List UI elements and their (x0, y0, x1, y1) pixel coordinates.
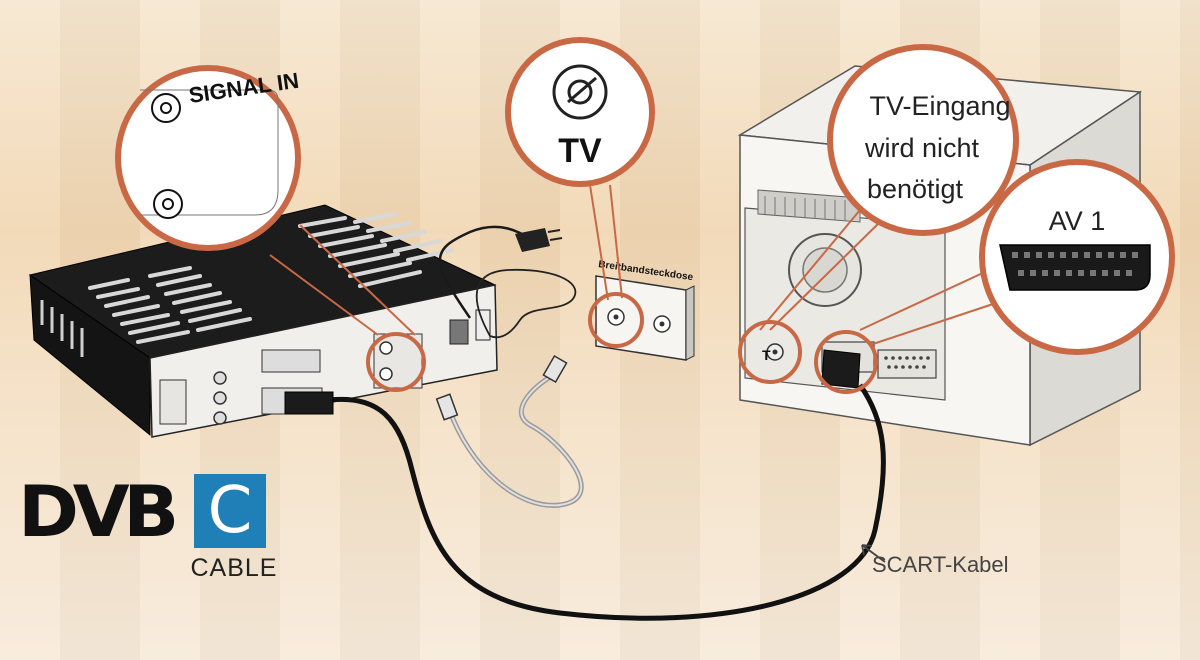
callout-signal-in: SIGNAL IN (115, 65, 301, 251)
logo-c-box: C (194, 474, 266, 548)
callout-av1: AV 1 (979, 159, 1175, 355)
power-plug (515, 228, 563, 252)
coax-plug-wall (542, 354, 568, 384)
scart-plug-box (284, 391, 334, 415)
ring-tv-antenna (738, 320, 802, 384)
coax-plug-box (435, 393, 459, 421)
callout-leaders (269, 184, 1006, 346)
antenna-cable (445, 369, 584, 508)
callout-tv-input: TV-Eingang wird nicht benötigt (827, 44, 1019, 236)
svg-text:T: T (762, 347, 771, 363)
set-top-box (28, 204, 498, 438)
tv-label: TV (558, 132, 602, 170)
logo-dvb: DVB (18, 471, 179, 553)
ring-tv-av1 (814, 330, 878, 394)
dvb-c-logo: DVB C CABLE (18, 471, 276, 582)
logo-cable: CABLE (190, 554, 278, 582)
scart-plug-tv (821, 349, 861, 389)
ring-box-signal (366, 332, 426, 392)
ring-wall-socket (588, 292, 644, 348)
scart-arrow-icon (861, 544, 886, 563)
tv-input-line1: TV-Eingang (869, 91, 1010, 121)
tv-input-line3: benötigt (867, 174, 964, 204)
power-cable (438, 225, 533, 319)
av1-label: AV 1 (1049, 206, 1106, 236)
callout-tv-socket: TV (505, 37, 655, 187)
tv-input-line2: wird nicht (864, 133, 980, 163)
scart-cable-label: SCART-Kabel (872, 552, 1009, 577)
scart-cable (329, 383, 886, 621)
logo-c: C (207, 474, 253, 548)
